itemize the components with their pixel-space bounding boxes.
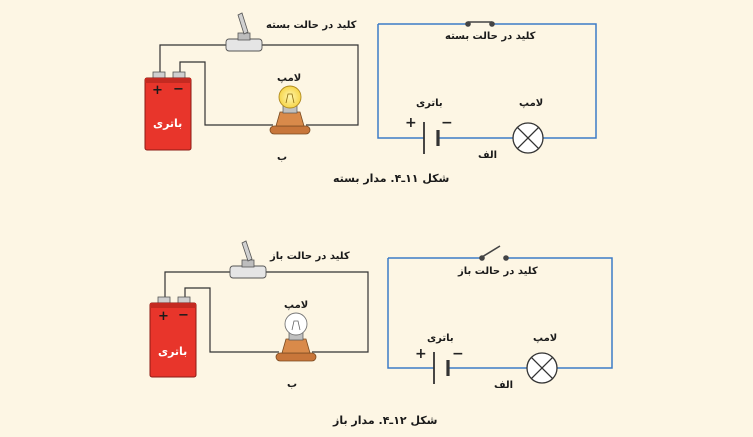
schematic-open-circuit <box>387 245 613 384</box>
pictorial-closed-minus-sign: − <box>173 82 184 97</box>
lamp-lit <box>269 85 311 135</box>
schematic-closed-switch-label: کلید در حالت بسته <box>445 31 536 42</box>
battery-symbol-closed <box>423 122 440 154</box>
schematic-wires-open <box>387 257 613 369</box>
pictorial-open-lamp-label: لامپ <box>284 300 309 311</box>
pictorial-open-circuit <box>149 240 369 378</box>
pictorial-open-battery-label: باتری <box>158 345 188 358</box>
schematic-open-lamp-label: لامپ <box>533 333 558 344</box>
battery-open <box>149 296 197 378</box>
figure-closed-caption: شکل ۱۱ـ۴. مدار بسته <box>333 172 450 185</box>
battery-symbol-open <box>433 352 450 384</box>
lamp-symbol-open <box>526 352 558 384</box>
schematic-closed-lamp-label: لامپ <box>519 98 544 109</box>
schematic-closed-sub-label: الف <box>478 150 498 161</box>
pictorial-closed-plus-sign: + <box>152 83 163 98</box>
schematic-closed-plus-sign: + <box>405 115 417 131</box>
pictorial-wires-open <box>164 271 369 353</box>
lamp-symbol-closed <box>512 122 544 154</box>
figure-open-caption: شکل ۱۲ـ۴. مدار باز <box>333 414 438 427</box>
pictorial-closed-switch-label: کلید در حالت بسته <box>266 20 357 31</box>
schematic-wires-closed <box>377 23 597 139</box>
pictorial-wires-closed <box>159 44 359 126</box>
switch-closed-symbol <box>465 21 495 27</box>
schematic-closed-circuit <box>377 21 597 154</box>
toggle-switch-closed <box>225 12 263 52</box>
pictorial-open-minus-sign: − <box>178 308 189 323</box>
switch-open-symbol <box>479 245 509 261</box>
schematic-open-switch-label: کلید در حالت باز <box>458 266 538 277</box>
pictorial-closed-circuit <box>144 12 359 151</box>
pictorial-closed-battery-label: باتری <box>153 117 183 130</box>
pictorial-open-sub-label: ب <box>287 379 298 390</box>
schematic-closed-battery-label: باتری <box>416 98 443 109</box>
lamp-unlit <box>275 312 317 362</box>
pictorial-open-plus-sign: + <box>158 309 169 324</box>
schematic-open-sub-label: الف <box>494 380 514 391</box>
schematic-open-minus-sign: − <box>452 346 464 362</box>
pictorial-closed-lamp-label: لامپ <box>277 73 302 84</box>
battery-closed <box>144 71 192 151</box>
schematic-open-plus-sign: + <box>415 346 427 362</box>
pictorial-closed-sub-label: ب <box>277 152 288 163</box>
toggle-switch-open <box>229 240 267 279</box>
schematic-open-battery-label: باتری <box>427 333 454 344</box>
schematic-closed-minus-sign: − <box>441 115 453 131</box>
pictorial-open-switch-label: کلید در حالت باز <box>270 251 350 262</box>
